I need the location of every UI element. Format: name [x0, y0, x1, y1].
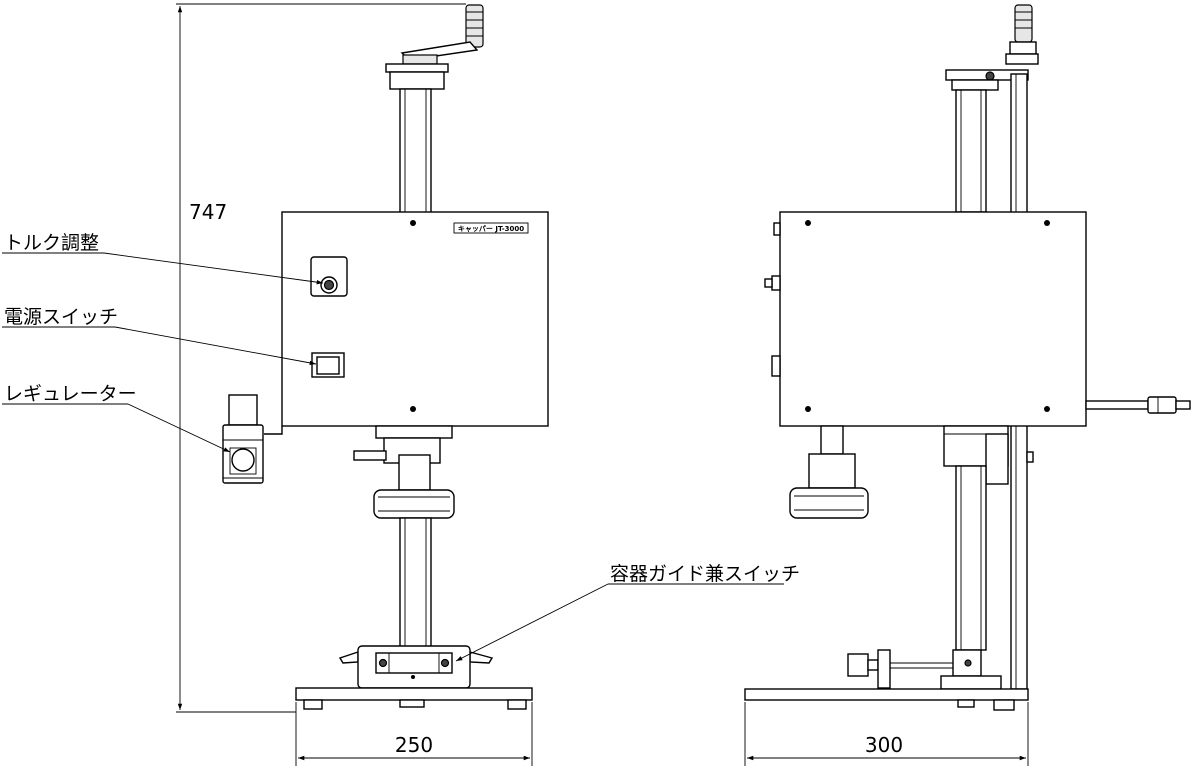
callout-container-guide: 容器ガイド兼スイッチ — [455, 563, 800, 662]
side-capping-head — [789, 425, 1034, 519]
side-width-value: 300 — [865, 733, 903, 757]
label-torque: トルク調整 — [4, 232, 99, 254]
front-capping-head — [353, 425, 455, 519]
torque-knob — [323, 279, 335, 291]
side-view — [744, 4, 1191, 711]
front-control-box: キャッパー JT-3000 — [281, 211, 549, 427]
callout-torque: トルク調整 — [2, 232, 324, 285]
side-width-dimension: 300 — [744, 702, 1029, 766]
front-view: キャッパー JT-3000 — [222, 4, 549, 710]
side-lower-column — [955, 465, 987, 651]
side-base-plate — [744, 688, 1029, 711]
nameplate-text: キャッパー JT-3000 — [458, 224, 524, 233]
label-container-guide: 容器ガイド兼スイッチ — [610, 563, 800, 585]
front-width-value: 250 — [395, 733, 433, 757]
side-air-cable — [1085, 396, 1191, 414]
height-dimension: 747 — [176, 3, 466, 713]
front-container-guide — [338, 645, 494, 689]
height-value: 747 — [189, 200, 227, 224]
side-control-box — [764, 211, 1087, 427]
power-switch — [316, 356, 340, 375]
callout-regulator: レギュレーター — [2, 383, 231, 453]
side-upper-column — [955, 89, 987, 213]
front-crank-handle — [385, 4, 484, 90]
label-power-switch: 電源スイッチ — [4, 306, 118, 328]
label-regulator: レギュレーター — [4, 383, 137, 405]
side-crank-handle — [945, 4, 1039, 91]
callout-power-switch: 電源スイッチ — [2, 306, 317, 366]
regulator-unit — [222, 394, 283, 484]
front-width-dimension: 250 — [295, 702, 533, 766]
side-container-guide — [847, 649, 1002, 690]
front-base-plate — [295, 687, 533, 710]
